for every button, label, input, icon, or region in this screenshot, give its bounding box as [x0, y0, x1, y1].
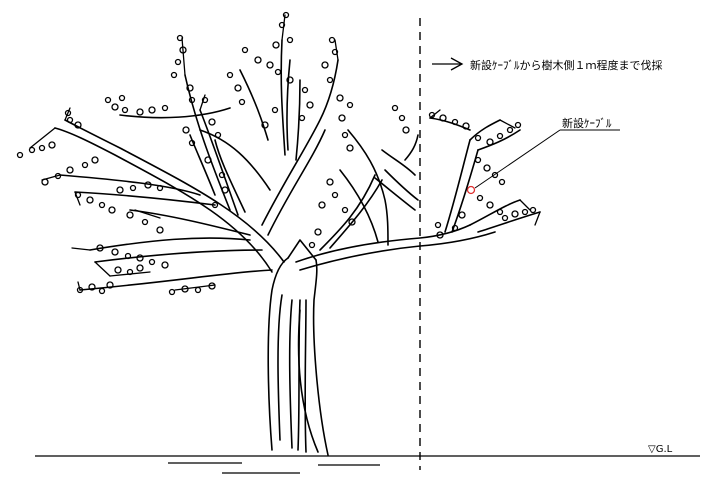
- ground-level-label: ▽G.L: [648, 444, 673, 455]
- new-cable-marker: [466, 185, 476, 195]
- pruning-note-text: 新設ｹｰﾌﾞﾙから樹木側１ｍ程度まで伐採: [470, 58, 663, 72]
- new-cable-label: 新設ｹｰﾌﾞﾙ: [562, 116, 612, 130]
- new-cable-leader: [474, 129, 561, 189]
- blossoms: [16, 11, 537, 296]
- pruning-arrow: [432, 57, 464, 71]
- branch-left-main: [54, 119, 285, 291]
- branch-upper-left: [119, 74, 271, 216]
- branch-right-main: [295, 129, 496, 271]
- branch-right-outer: [404, 117, 541, 233]
- trunk: [267, 239, 329, 456]
- branch-center-upper: [239, 39, 339, 236]
- tree: [29, 14, 541, 456]
